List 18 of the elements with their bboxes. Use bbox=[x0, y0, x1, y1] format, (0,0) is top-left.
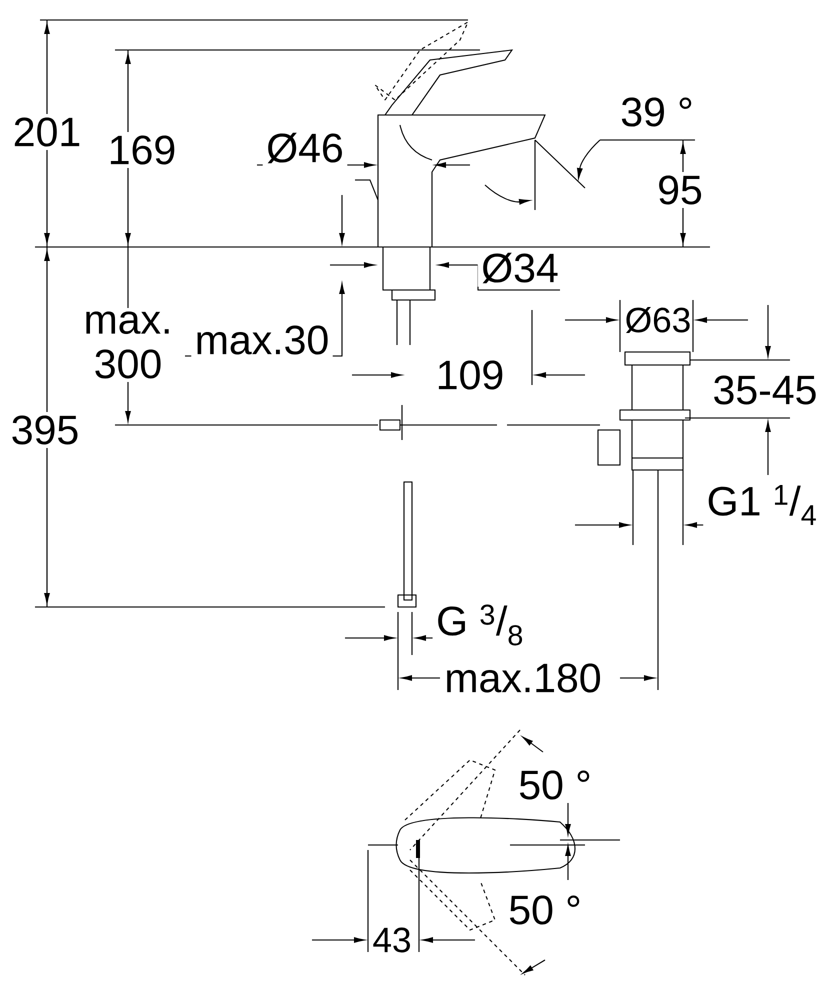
dimension-label: Ø34 bbox=[478, 249, 562, 287]
dimension-label: 169 bbox=[104, 132, 180, 168]
dimension-label: Ø63 bbox=[624, 306, 692, 334]
dimension-label: G1 $^{1}$/$_{4}$ bbox=[703, 481, 821, 529]
dimension-label: 109 bbox=[432, 356, 508, 394]
dimension-label: G $^{3}$/$_{8}$ bbox=[432, 601, 528, 649]
dimension-label: 39 ° bbox=[616, 94, 698, 130]
dimension-label: max.180 bbox=[440, 660, 606, 696]
dimension-label: 43 bbox=[372, 926, 412, 954]
dimension-label: 395 bbox=[7, 412, 83, 448]
dimension-label: 95 bbox=[654, 172, 706, 208]
dimension-label: 50 ° bbox=[504, 892, 586, 928]
dimension-label: 35-45 bbox=[709, 372, 821, 408]
dimension-label: 50 ° bbox=[514, 766, 596, 804]
dimension-label: max.30 bbox=[191, 322, 333, 358]
dimension-label: 201 bbox=[9, 114, 85, 150]
dimension-label: max. 300 bbox=[71, 308, 185, 382]
dimension-label: Ø46 bbox=[262, 129, 348, 167]
